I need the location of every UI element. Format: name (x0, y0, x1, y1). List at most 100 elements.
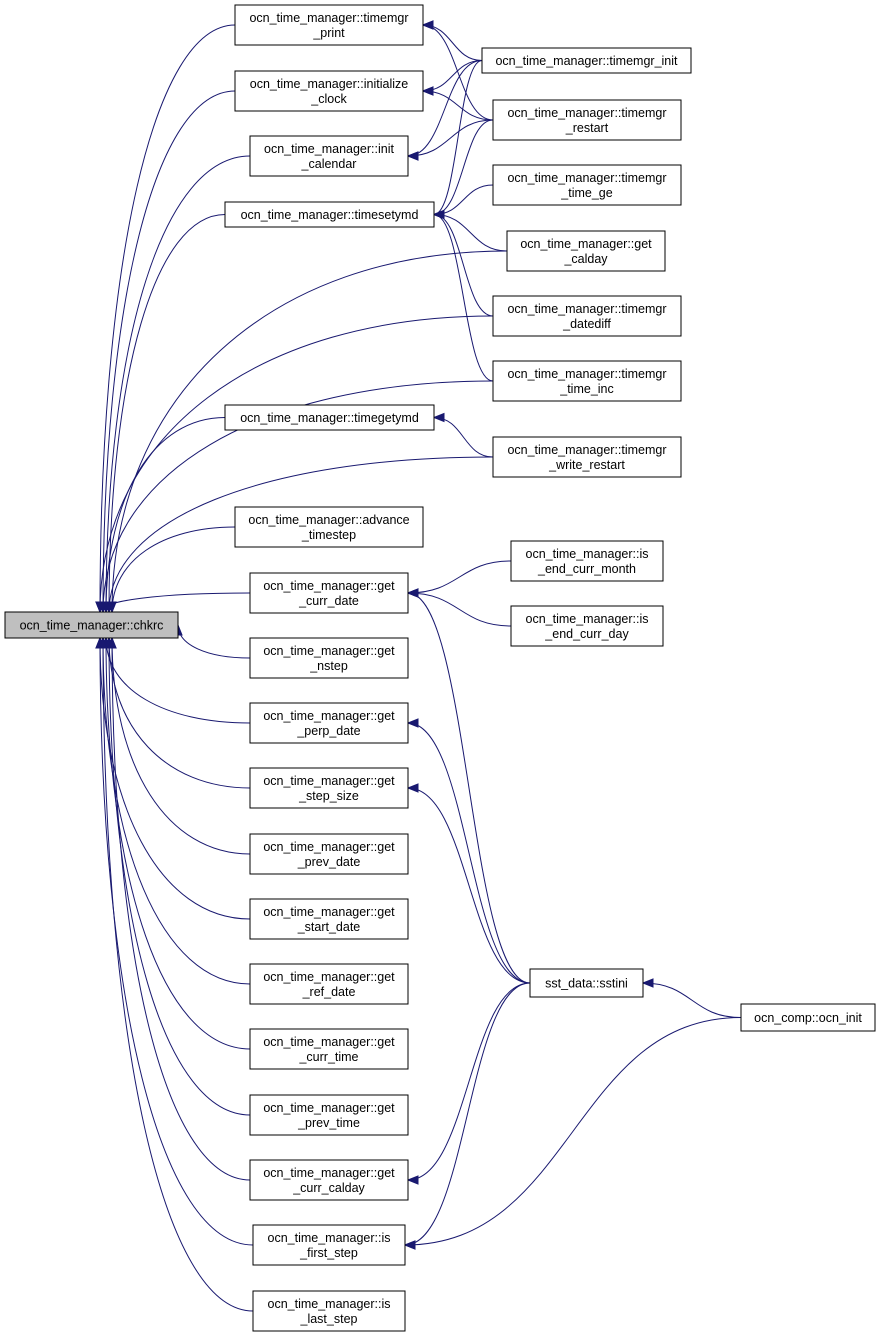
node-get-prev-time[interactable]: ocn_time_manager::get_prev_time (249, 1094, 409, 1136)
edge-sstini-to-get-step-size-arrowhead (406, 783, 419, 793)
node-is-end-curr-month[interactable]: ocn_time_manager::is_end_curr_month (510, 540, 664, 582)
edge-sstini-to-get-curr-date (407, 592, 531, 984)
edge-init-calendar-to-chkrc (105, 155, 251, 613)
edge-timemgr-init-to-init-calendar (407, 60, 483, 157)
node-label-line: ocn_time_manager::is (526, 547, 649, 561)
edge-get-curr-time-to-chkrc (105, 637, 251, 1050)
node-timegetymd[interactable]: ocn_time_manager::timegetymd (224, 404, 435, 431)
node-timesetymd[interactable]: ocn_time_manager::timesetymd (224, 201, 435, 228)
edge-timemgr-restart-to-timemgr-print (422, 24, 494, 121)
node-timemgr-print[interactable]: ocn_time_manager::timemgr_print (234, 4, 424, 46)
node-get-step-size[interactable]: ocn_time_manager::get_step_size (249, 767, 409, 809)
node-label-line: _start_date (297, 920, 361, 934)
node-init-calendar[interactable]: ocn_time_manager::init_calendar (249, 135, 409, 177)
node-box (506, 230, 666, 272)
edge-get-curr-date-to-chkrc-arrowhead (95, 601, 105, 614)
node-timemgr-time-inc[interactable]: ocn_time_manager::timemgr_time_inc (492, 360, 682, 402)
edge-timemgr-time-inc-to-chkrc (102, 380, 494, 613)
node-label-line: _prev_time (297, 1116, 360, 1130)
node-get-start-date[interactable]: ocn_time_manager::get_start_date (249, 898, 409, 940)
node-label-line: _clock (310, 92, 347, 106)
edge-timemgr-init-to-initialize-clock (422, 60, 483, 92)
node-timemgr-datediff[interactable]: ocn_time_manager::timemgr_datediff (492, 295, 682, 337)
node-label-line: _calday (563, 252, 608, 266)
node-get-nstep[interactable]: ocn_time_manager::get_nstep (249, 637, 409, 679)
node-is-end-curr-day[interactable]: ocn_time_manager::is_end_curr_day (510, 605, 664, 647)
node-label-line: ocn_time_manager::get (263, 970, 395, 984)
node-box (249, 963, 409, 1005)
node-get-prev-date[interactable]: ocn_time_manager::get_prev_date (249, 833, 409, 875)
node-label-line: ocn_time_manager::get (263, 579, 395, 593)
node-chkrc[interactable]: ocn_time_manager::chkrc (4, 611, 179, 639)
node-get-curr-date[interactable]: ocn_time_manager::get_curr_date (249, 572, 409, 614)
node-timemgr-restart[interactable]: ocn_time_manager::timemgr_restart (492, 99, 682, 141)
node-label-line: ocn_time_manager::timemgr_init (495, 54, 678, 68)
edge-timemgr-init-to-timemgr-print (422, 24, 483, 61)
node-label-line: ocn_time_manager::advance (248, 513, 409, 527)
node-timemgr-time-ge[interactable]: ocn_time_manager::timemgr_time_ge (492, 164, 682, 206)
node-box (249, 1028, 409, 1070)
node-label-line: _time_inc (559, 382, 614, 396)
node-label-line: _end_curr_day (544, 627, 629, 641)
node-label-line: ocn_time_manager::chkrc (20, 619, 164, 633)
node-label-line: _curr_calday (292, 1181, 365, 1195)
edge-timemgr-write-restart-to-chkrc (108, 456, 494, 613)
node-label-line: ocn_comp::ocn_init (754, 1011, 862, 1025)
node-box (252, 1290, 406, 1332)
edge-sstini-to-get-perp-date-arrowhead (406, 718, 419, 728)
node-box (492, 295, 682, 337)
node-label-line: _restart (565, 121, 609, 135)
node-get-perp-date[interactable]: ocn_time_manager::get_perp_date (249, 702, 409, 744)
edge-get-curr-calday-to-chkrc-arrowhead (107, 636, 117, 649)
node-box (249, 702, 409, 744)
node-box (492, 164, 682, 206)
edge-ocn-init-to-sstini (642, 982, 742, 1018)
node-box (249, 833, 409, 875)
node-get-curr-time[interactable]: ocn_time_manager::get_curr_time (249, 1028, 409, 1070)
node-label-line: ocn_time_manager::timemgr (507, 367, 666, 381)
node-box (249, 898, 409, 940)
node-label-line: ocn_time_manager::timemgr (507, 171, 666, 185)
node-label-line: _perp_date (296, 724, 360, 738)
edge-timemgr-time-inc-to-timesetymd (433, 214, 494, 382)
node-advance-timestep[interactable]: ocn_time_manager::advance_timestep (234, 506, 424, 548)
edge-timemgr-time-inc-to-timesetymd-arrowhead (432, 209, 445, 220)
node-timemgr-write-restart[interactable]: ocn_time_manager::timemgr_write_restart (492, 436, 682, 478)
edge-timemgr-init-to-timesetymd (433, 60, 483, 215)
node-label-line: ocn_time_manager::get (263, 774, 395, 788)
node-label-line: _curr_time (298, 1050, 358, 1064)
node-label-line: ocn_time_manager::is (268, 1231, 391, 1245)
edge-timemgr-write-restart-to-timegetymd-arrowhead (432, 412, 445, 423)
node-box (249, 767, 409, 809)
node-get-curr-calday[interactable]: ocn_time_manager::get_curr_calday (249, 1159, 409, 1201)
node-label-line: _print (312, 26, 345, 40)
node-box (529, 968, 644, 998)
node-get-calday[interactable]: ocn_time_manager::get_calday (506, 230, 666, 272)
node-sstini[interactable]: sst_data::sstini (529, 968, 644, 998)
node-label-line: ocn_time_manager::timemgr (507, 302, 666, 316)
node-label-line: _curr_date (298, 594, 359, 608)
node-ocn-init[interactable]: ocn_comp::ocn_init (740, 1003, 876, 1032)
graph-edges (95, 20, 742, 1312)
node-timemgr-init[interactable]: ocn_time_manager::timemgr_init (481, 47, 692, 74)
edge-get-prev-time-to-chkrc (108, 637, 251, 1116)
node-is-first-step[interactable]: ocn_time_manager::is_first_step (252, 1224, 406, 1266)
node-box (224, 201, 435, 228)
node-label-line: ocn_time_manager::is (526, 612, 649, 626)
edge-sstini-to-get-step-size (407, 787, 531, 984)
node-box (492, 99, 682, 141)
edge-get-step-size-to-chkrc (108, 637, 251, 789)
node-get-ref-date[interactable]: ocn_time_manager::get_ref_date (249, 963, 409, 1005)
node-label-line: ocn_time_manager::get (263, 709, 395, 723)
node-box (492, 436, 682, 478)
node-label-line: ocn_time_manager::timemgr (249, 11, 408, 25)
node-initialize-clock[interactable]: ocn_time_manager::initialize_clock (234, 70, 424, 112)
edge-timemgr-time-ge-to-timesetymd (433, 184, 494, 215)
edge-timemgr-datediff-to-timesetymd (433, 214, 494, 317)
node-box (234, 4, 424, 46)
node-is-last-step[interactable]: ocn_time_manager::is_last_step (252, 1290, 406, 1332)
edge-timemgr-datediff-to-chkrc (99, 315, 494, 613)
node-label-line: _step_size (298, 789, 359, 803)
node-label-line: ocn_time_manager::init (264, 142, 394, 156)
edge-timemgr-restart-to-initialize-clock-arrowhead (421, 86, 434, 96)
